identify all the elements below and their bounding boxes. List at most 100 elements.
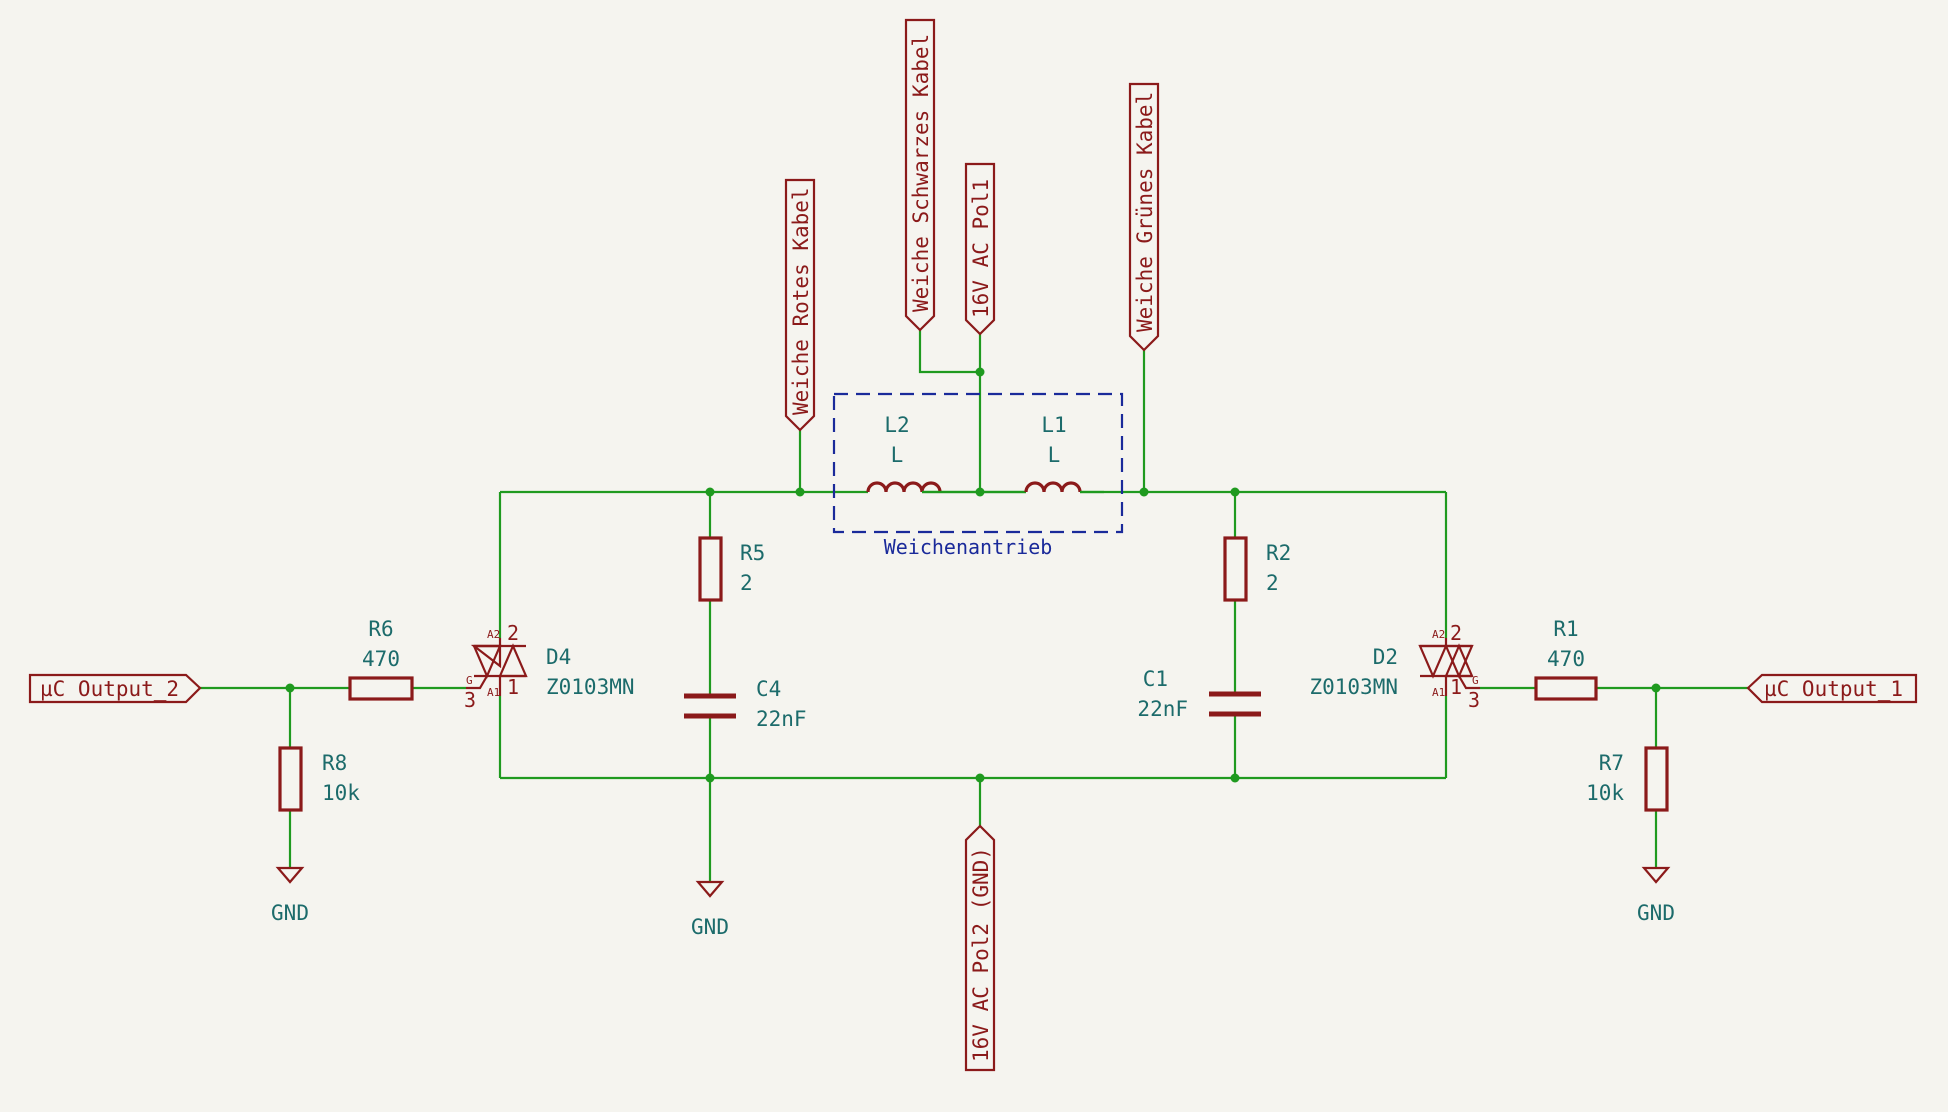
label-green-cable[interactable]: Weiche Grünes Kabel — [1128, 82, 1160, 352]
label-green-cable-shape — [1128, 82, 1160, 352]
triac-d4[interactable]: 2 1 3 A2 A1 G D4 Z0103MN — [464, 621, 635, 712]
r5-value: 2 — [740, 571, 753, 595]
resistor-r2-body — [1223, 536, 1248, 602]
d2-pin-name-a2: A2 — [1432, 628, 1445, 641]
d2-pin-name-g: G — [1472, 674, 1479, 687]
inductor-l2[interactable]: L2 L — [866, 413, 1026, 494]
d2-ref: D2 — [1373, 645, 1398, 669]
junction-dot — [705, 773, 715, 783]
weichenantrieb-group[interactable]: Weichenantrieb — [832, 392, 1124, 559]
junction-dot — [285, 683, 295, 693]
d4-pin-name-a1: A1 — [487, 686, 500, 699]
d2-triangle-left — [1418, 644, 1448, 679]
gnd-right-icon — [1641, 866, 1671, 884]
label-red-cable[interactable]: Weiche Rotes Kabel — [784, 178, 816, 432]
r8-value: 10k — [322, 781, 360, 805]
label-pole2[interactable]: 16V AC Pol2 (GND) — [964, 824, 996, 1072]
r8-ref: R8 — [322, 751, 347, 775]
r6-ref: R6 — [368, 617, 393, 641]
gnd-right-label: GND — [1637, 901, 1675, 925]
junctions — [285, 367, 1661, 783]
label-red-cable-text: Weiche Rotes Kabel — [789, 187, 813, 415]
group-title: Weichenantrieb — [884, 535, 1053, 559]
d2-pin-2: 2 — [1450, 621, 1462, 645]
d4-triangle-right — [498, 643, 528, 678]
triac-d2[interactable]: 2 1 3 A2 A1 G D2 Z0103MN — [1309, 621, 1480, 712]
label-pole1-text: 16V AC Pol1 — [969, 179, 993, 318]
label-black-cable[interactable]: Weiche Schwarzes Kabel — [904, 18, 936, 332]
resistor-r1-body — [1534, 676, 1598, 701]
label-output1[interactable]: µC Output_1 — [1746, 673, 1918, 704]
capacitor-c4[interactable]: C4 22nF — [684, 677, 807, 731]
gnd-symbol-left: GND — [271, 866, 309, 925]
r7-ref: R7 — [1599, 751, 1624, 775]
c1-ref: C1 — [1143, 667, 1168, 691]
label-green-cable-text: Weiche Grünes Kabel — [1133, 92, 1157, 332]
label-pole1[interactable]: 16V AC Pol1 — [964, 162, 996, 336]
l1-value: L — [1048, 443, 1061, 467]
r2-ref: R2 — [1266, 541, 1291, 565]
junction-dot — [975, 367, 985, 377]
d2-gate — [1458, 675, 1480, 690]
inductor-l2-coil — [866, 481, 942, 493]
resistor-r5[interactable]: R5 2 — [698, 536, 765, 602]
resistor-r6-body — [348, 676, 414, 701]
resistor-r7[interactable]: R7 10k — [1586, 746, 1669, 812]
wire-black-cable — [918, 330, 980, 374]
inductor-l1[interactable]: L1 L — [1024, 413, 1082, 493]
junction-dot — [1230, 773, 1240, 783]
junction-dot — [1651, 683, 1661, 693]
inductor-l1-coil — [1024, 481, 1082, 493]
resistor-r5-body — [698, 536, 723, 602]
d4-pin-1: 1 — [507, 675, 519, 699]
d4-triangle-left — [472, 644, 502, 679]
junction-dot — [795, 487, 805, 497]
gnd-symbol-mid: GND — [691, 880, 729, 939]
label-output2[interactable]: µC Output_2 — [28, 673, 202, 704]
label-black-cable-shape — [904, 18, 936, 332]
wires — [200, 330, 1748, 882]
label-pole2-shape — [964, 824, 996, 1072]
resistor-r8[interactable]: R8 10k — [278, 746, 360, 812]
d4-pin-3: 3 — [464, 688, 476, 712]
r1-value: 470 — [1547, 647, 1585, 671]
d2-pin-3: 3 — [1468, 688, 1480, 712]
label-output1-shape — [1746, 673, 1918, 704]
gnd-mid-icon — [695, 880, 725, 898]
junction-dot — [975, 773, 985, 783]
group-frame — [832, 392, 1124, 534]
r1-ref: R1 — [1553, 617, 1578, 641]
r2-value: 2 — [1266, 571, 1279, 595]
junction-dot — [1139, 487, 1149, 497]
label-pole1-shape — [964, 162, 996, 336]
label-output2-shape — [28, 673, 202, 704]
label-output2-text: µC Output_2 — [40, 677, 179, 701]
resistor-r7-body — [1644, 746, 1669, 812]
r5-ref: R5 — [740, 541, 765, 565]
d2-value: Z0103MN — [1309, 675, 1398, 699]
resistor-r2[interactable]: R2 2 — [1223, 536, 1291, 602]
d4-pin-name-a2: A2 — [487, 628, 500, 641]
d4-value: Z0103MN — [546, 675, 635, 699]
resistor-r6[interactable]: R6 470 — [348, 617, 414, 701]
l2-value: L — [891, 443, 904, 467]
capacitor-c1[interactable]: C1 22nF — [1137, 667, 1261, 721]
c4-value: 22nF — [756, 707, 807, 731]
r6-value: 470 — [362, 647, 400, 671]
label-output1-text: µC Output_1 — [1764, 677, 1903, 701]
junction-dot — [705, 487, 715, 497]
gnd-left-label: GND — [271, 901, 309, 925]
junction-dot — [1230, 487, 1240, 497]
d2-triangle-up — [1444, 644, 1474, 679]
d4-pin-name-g: G — [466, 674, 473, 687]
l2-ref: L2 — [884, 413, 909, 437]
d4-gate — [466, 675, 488, 690]
r7-value: 10k — [1586, 781, 1624, 805]
c4-ref: C4 — [756, 677, 781, 701]
gnd-mid-label: GND — [691, 915, 729, 939]
d2-pin-1: 1 — [1450, 675, 1462, 699]
resistor-r1[interactable]: R1 470 — [1534, 617, 1598, 701]
gnd-left-icon — [275, 866, 305, 884]
d4-ref: D4 — [546, 645, 571, 669]
